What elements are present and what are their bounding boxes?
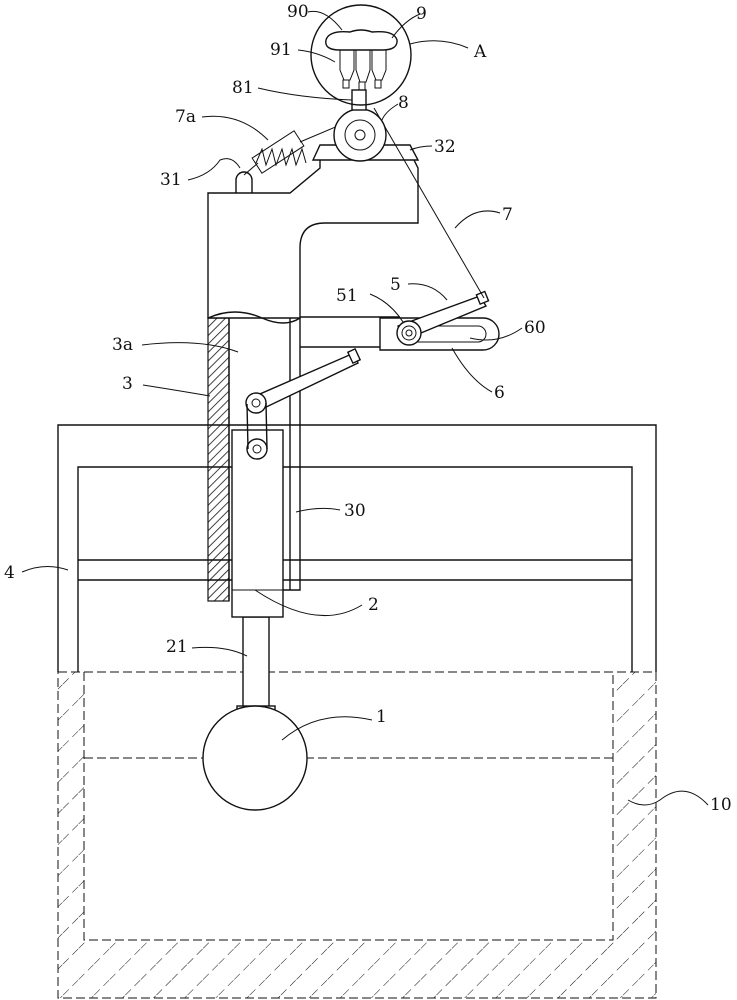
- frame-4: [57, 424, 657, 672]
- label-10: 10: [710, 795, 732, 815]
- bolt-51: [396, 320, 422, 346]
- float-assembly: [202, 616, 308, 811]
- sleeve-2: [231, 429, 284, 618]
- label-3a: 3a: [112, 335, 133, 355]
- label-90: 90: [287, 2, 309, 22]
- pivot-lower: [246, 438, 268, 460]
- label-8: 8: [398, 93, 409, 113]
- label-a: A: [473, 42, 487, 62]
- label-2: 2: [368, 595, 379, 615]
- link-rod: [245, 347, 362, 460]
- label-5: 5: [390, 275, 401, 295]
- pivot-upper: [245, 392, 267, 414]
- head-90: [325, 29, 398, 51]
- reference-labels: 90 9 91 A 81 8 7a 32 31 7 5 51 60 3a 3 6…: [4, 2, 732, 815]
- detail-a: [310, 4, 412, 106]
- label-31: 31: [160, 170, 182, 190]
- label-7: 7: [502, 205, 513, 225]
- label-3: 3: [122, 374, 133, 394]
- hatched-wall-3: [207, 317, 230, 602]
- float-1: [202, 705, 308, 811]
- label-91: 91: [270, 40, 292, 60]
- label-30: 30: [344, 501, 366, 521]
- rod-21: [242, 616, 270, 711]
- label-1: 1: [376, 707, 387, 727]
- label-7a: 7a: [175, 107, 196, 127]
- leader-lines: [21, 10, 709, 806]
- hook-31: [235, 171, 253, 193]
- label-51: 51: [336, 286, 358, 306]
- label-6: 6: [494, 383, 505, 403]
- shaft-81: [351, 89, 367, 111]
- label-21: 21: [166, 637, 188, 657]
- label-4: 4: [4, 563, 15, 583]
- lever-5: [396, 290, 490, 346]
- tank-10: [57, 671, 657, 999]
- label-60: 60: [524, 318, 546, 338]
- label-9: 9: [416, 4, 427, 24]
- label-32: 32: [434, 137, 456, 157]
- column-3: [207, 144, 420, 618]
- spring-7a: [251, 130, 305, 174]
- label-81: 81: [232, 78, 254, 98]
